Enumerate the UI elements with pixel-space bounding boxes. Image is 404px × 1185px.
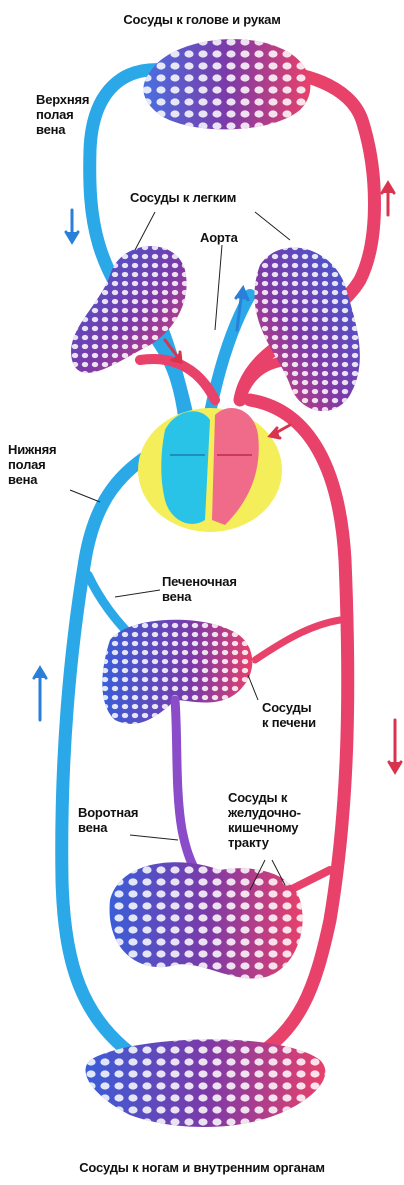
title-legs-organs-vessels: Сосуды к ногам и внутренним органам xyxy=(0,1160,404,1175)
arrow-into-heart-right xyxy=(270,425,290,438)
right-lung-capillaries xyxy=(254,248,359,411)
label-inferior-vena-cava: Нижняя полая вена xyxy=(8,442,56,487)
arrow-up-ivc xyxy=(34,668,46,720)
title-head-vessels: Сосуды к голове и рукам xyxy=(0,12,404,27)
label-gi-vessels: Сосуды к желудочно- кишечному тракту xyxy=(228,790,301,850)
label-hepatic-vein: Печеночная вена xyxy=(162,574,237,604)
head-capillaries xyxy=(143,39,310,129)
label-superior-vena-cava: Верхняя полая вена xyxy=(36,92,89,137)
pericardium xyxy=(138,408,282,532)
heart xyxy=(138,408,282,532)
label-liver-vessels: Сосуды к печени xyxy=(262,700,316,730)
arrow-up-aorta-head xyxy=(382,183,394,215)
arrow-down-aorta xyxy=(389,720,401,772)
arrow-down-svc xyxy=(66,210,78,242)
portal-vein-vessel xyxy=(175,700,195,870)
inferior-vena-cava xyxy=(62,445,165,1060)
gut-capillaries xyxy=(110,862,303,978)
label-portal-vein: Воротная вена xyxy=(78,805,138,835)
label-lung-vessels: Сосуды к легким xyxy=(130,190,236,205)
heart-right-side xyxy=(161,411,210,524)
legs-capillaries xyxy=(86,1039,326,1127)
label-aorta: Аорта xyxy=(200,230,238,245)
hepatic-artery xyxy=(255,620,340,660)
